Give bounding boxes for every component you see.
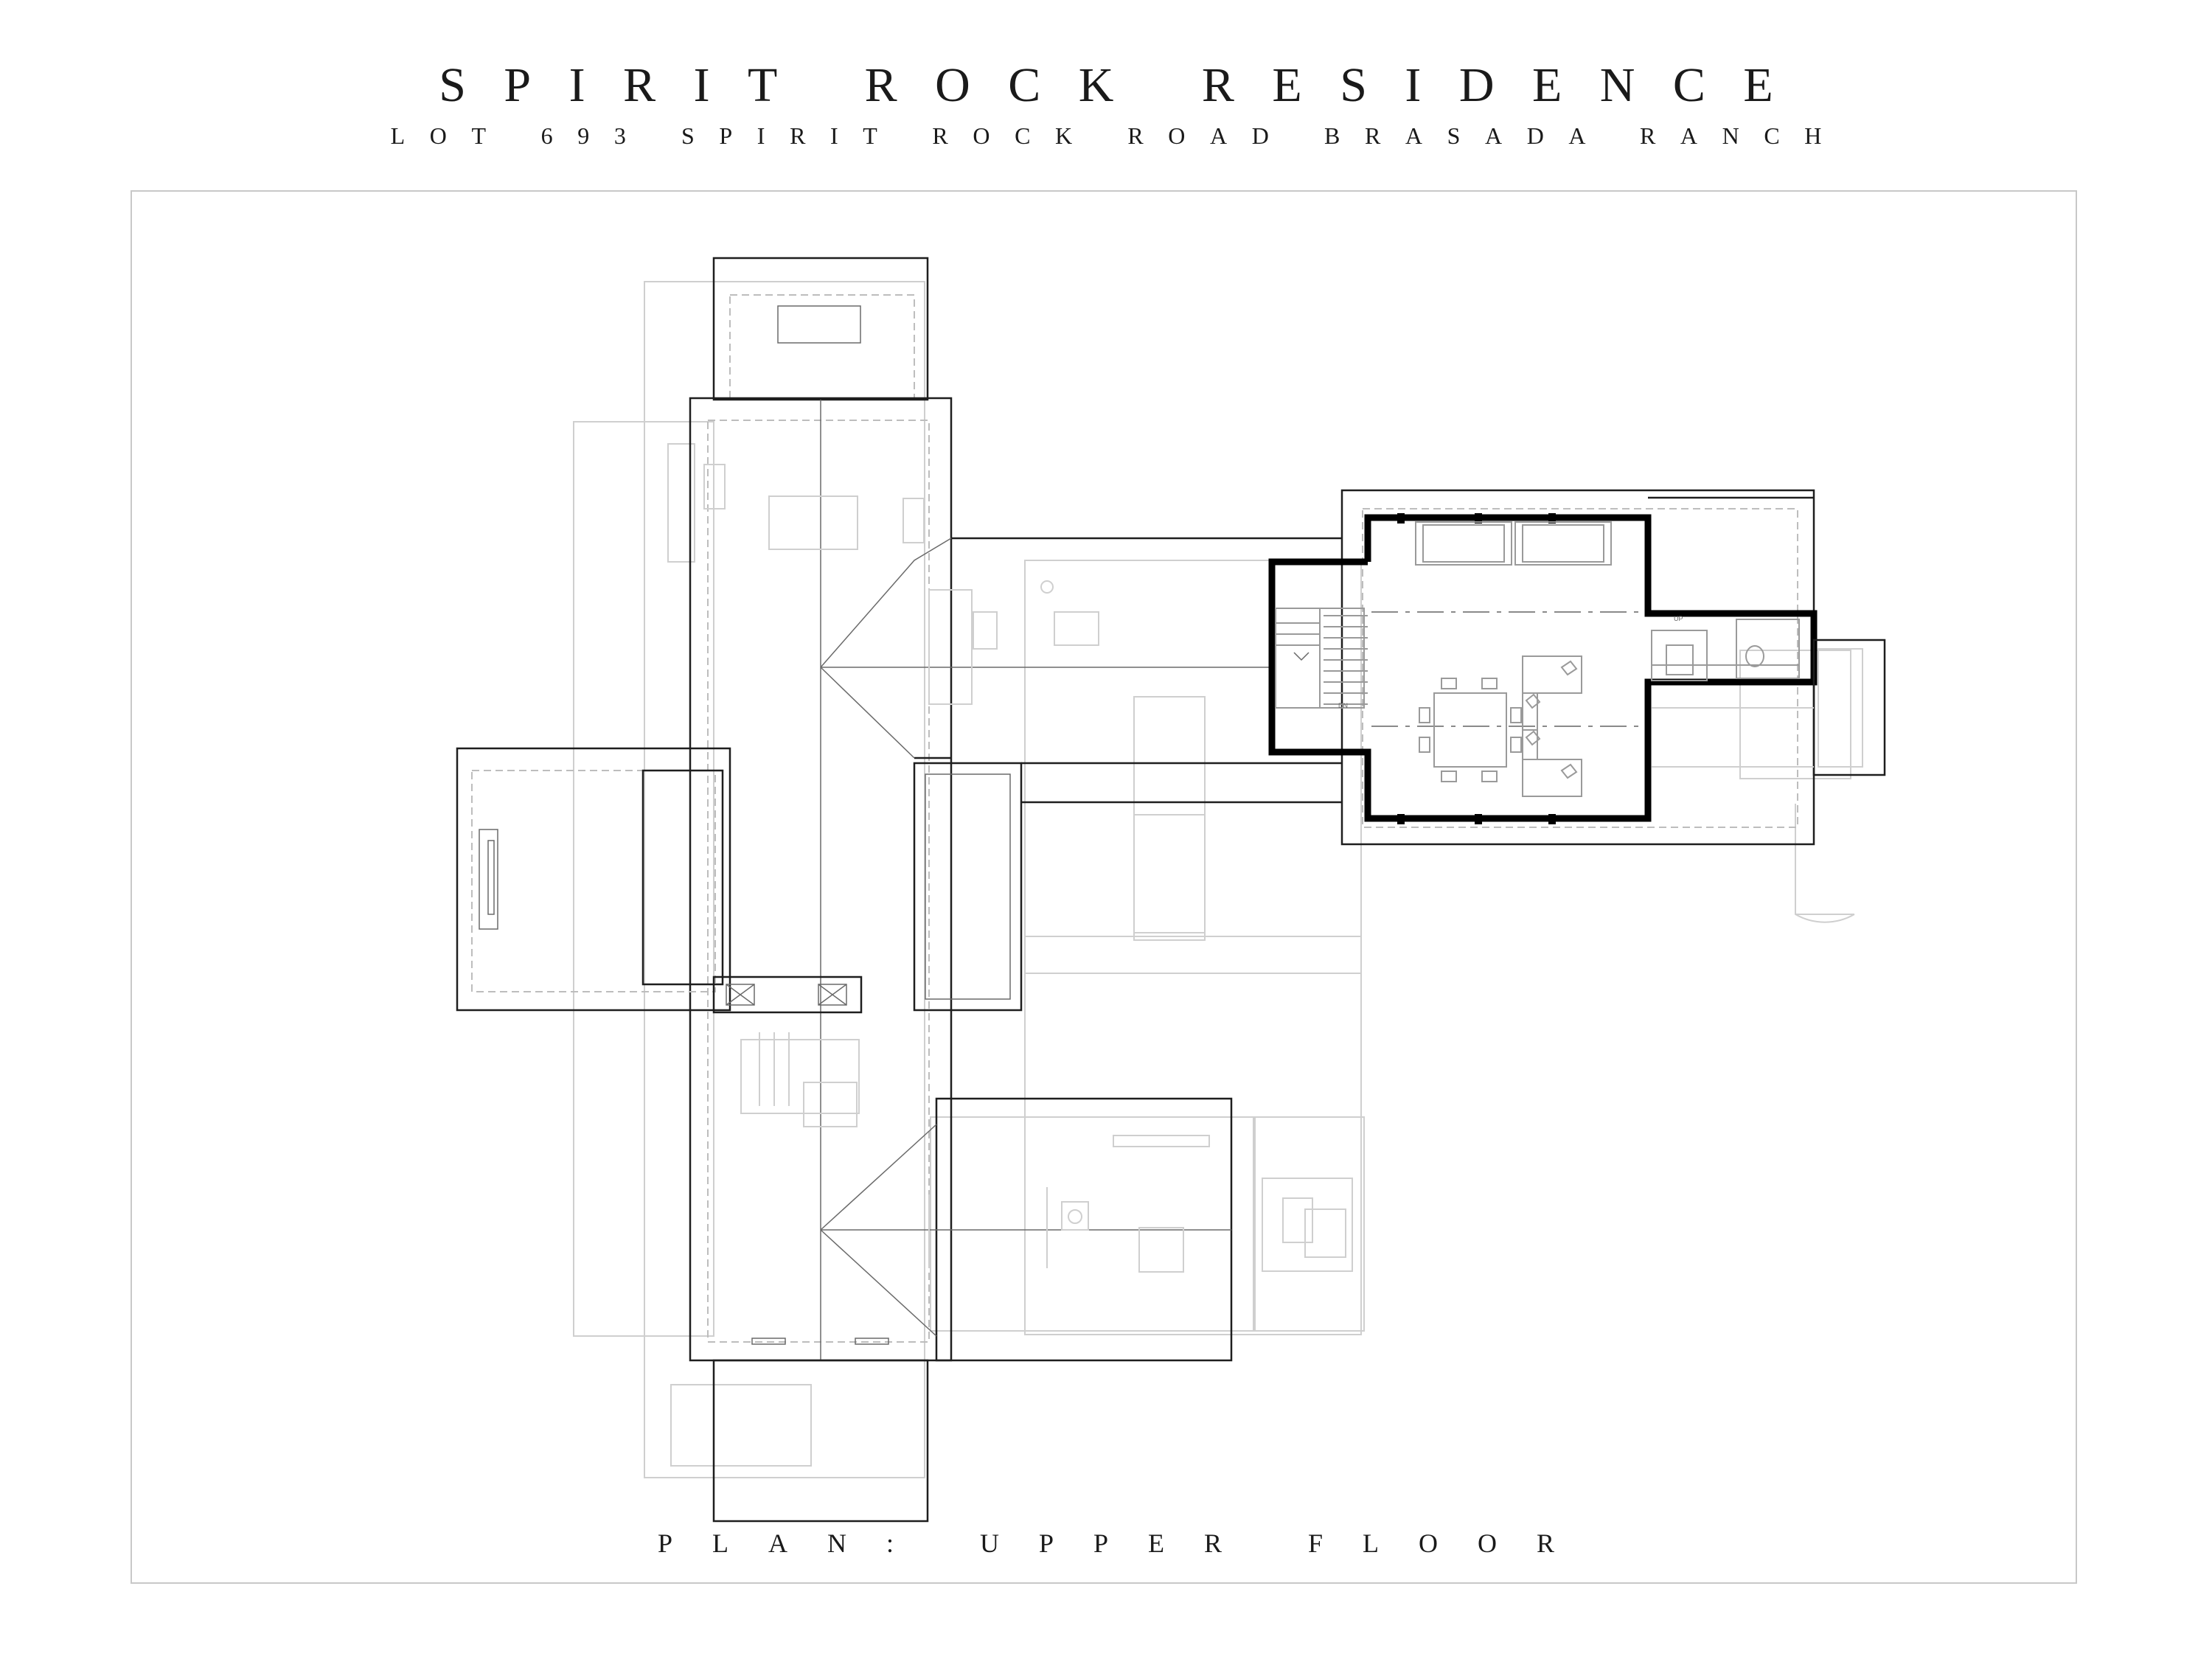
sofa-set <box>1522 655 1582 797</box>
plan-label: PLAN: UPPER FLOOR <box>657 1528 1595 1558</box>
roof-outlines <box>456 257 1342 1523</box>
ghost-interior <box>703 464 1210 1273</box>
project-address: LOT 693 SPIRIT ROCK ROAD BRASADA RANCH <box>390 122 1846 149</box>
drawing-frame <box>131 190 2077 1584</box>
stair-dn-label: DN <box>1338 702 1348 709</box>
dining-table <box>1419 678 1522 782</box>
stair-treads <box>1276 608 1368 708</box>
project-title: SPIRIT ROCK RESIDENCE <box>439 58 1812 112</box>
upper-floor-east-wing: DN <box>1268 489 1886 846</box>
lower-floor-outline <box>573 281 1855 1478</box>
stair-up-label: UP <box>1674 615 1683 622</box>
